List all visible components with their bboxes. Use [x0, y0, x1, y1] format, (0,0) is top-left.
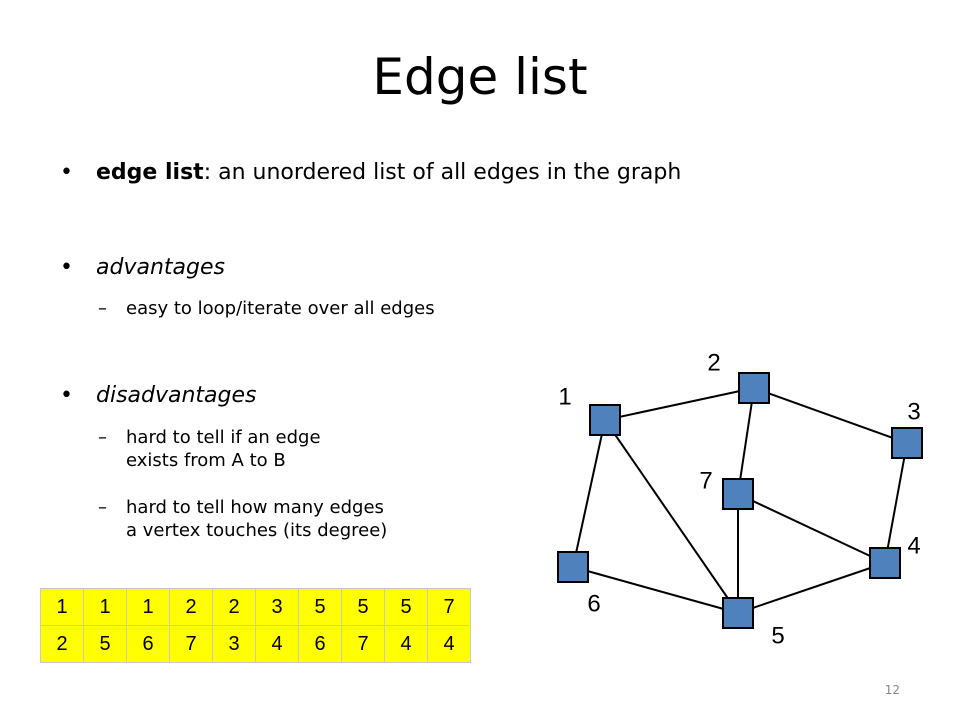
graph-vertex-2: [738, 372, 770, 404]
edge-table-cell: 1: [126, 588, 170, 626]
term-disadvantages: disadvantages: [96, 383, 257, 408]
definition-text: : an unordered list of all edges in the …: [203, 160, 682, 185]
graph-vertex-5: [722, 597, 754, 629]
bullet-text: edge list: an unordered list of all edge…: [96, 160, 681, 186]
graph-vertex-3: [891, 427, 923, 459]
edge-table-cell: 7: [427, 588, 471, 626]
edge-table-cell: 2: [40, 625, 84, 663]
edge-table-cell: 2: [169, 588, 213, 626]
sub-bullet-text: hard to tell if an edge exists from A to…: [126, 427, 321, 472]
graph-edge-2-7: [737, 387, 755, 495]
edge-table-cell: 1: [83, 588, 127, 626]
graph-vertex-label-2: 2: [707, 349, 720, 376]
edge-table-cell: 4: [427, 625, 471, 663]
edge-table-cell: 4: [384, 625, 428, 663]
graph-vertex-label-1: 1: [558, 383, 571, 410]
sub-bullet-text: easy to loop/iterate over all edges: [126, 298, 435, 319]
edge-table-cell: 3: [255, 588, 299, 626]
term-advantages: advantages: [96, 255, 225, 280]
slide-title: Edge list: [372, 48, 588, 106]
dash-marker: –: [98, 298, 107, 319]
graph-edge-2-3: [753, 387, 908, 444]
page-number: 12: [884, 683, 900, 697]
sub-bullet-text: hard to tell how many edges a vertex tou…: [126, 497, 388, 542]
edge-table-cell: 1: [40, 588, 84, 626]
edge-table-cell: 5: [83, 625, 127, 663]
graph-edge-5-6: [572, 566, 739, 614]
edge-table-cell: 5: [341, 588, 385, 626]
bullet-dot: •: [60, 160, 73, 185]
graph-edge-1-6: [572, 419, 606, 568]
graph-diagram: 1 2 3 4 5 6 7: [557, 349, 923, 649]
edge-table-cell: 2: [212, 588, 256, 626]
dash-marker: –: [98, 427, 107, 448]
bullet-dot: •: [60, 383, 73, 408]
graph-vertex-4: [869, 547, 901, 579]
graph-vertex-label-7: 7: [699, 467, 712, 494]
edge-table-cell: 3: [212, 625, 256, 663]
graph-edge-1-5: [604, 419, 739, 614]
edge-table-cell: 6: [126, 625, 170, 663]
graph-vertex-1: [589, 404, 621, 436]
edge-table-cell: 5: [298, 588, 342, 626]
graph-edge-7-4: [737, 493, 886, 564]
graph-vertex-7: [722, 478, 754, 510]
graph-vertex-6: [557, 551, 589, 583]
edge-table-cell: 7: [341, 625, 385, 663]
graph-edge-1-2: [604, 387, 755, 421]
graph-vertex-label-5: 5: [771, 622, 784, 649]
graph-vertex-label-6: 6: [587, 590, 600, 617]
graph-vertex-label-3: 3: [907, 398, 920, 425]
dash-marker: –: [98, 497, 107, 518]
edge-table-cell: 7: [169, 625, 213, 663]
bullet-dot: •: [60, 255, 73, 280]
edge-table-cell: 6: [298, 625, 342, 663]
graph-edge-3-4: [884, 442, 908, 564]
graph-vertex-label-4: 4: [907, 532, 920, 559]
edge-table-cell: 4: [255, 625, 299, 663]
edge-table-cell: 5: [384, 588, 428, 626]
term-edge-list: edge list: [96, 160, 204, 185]
graph-edge-5-4: [737, 562, 886, 614]
